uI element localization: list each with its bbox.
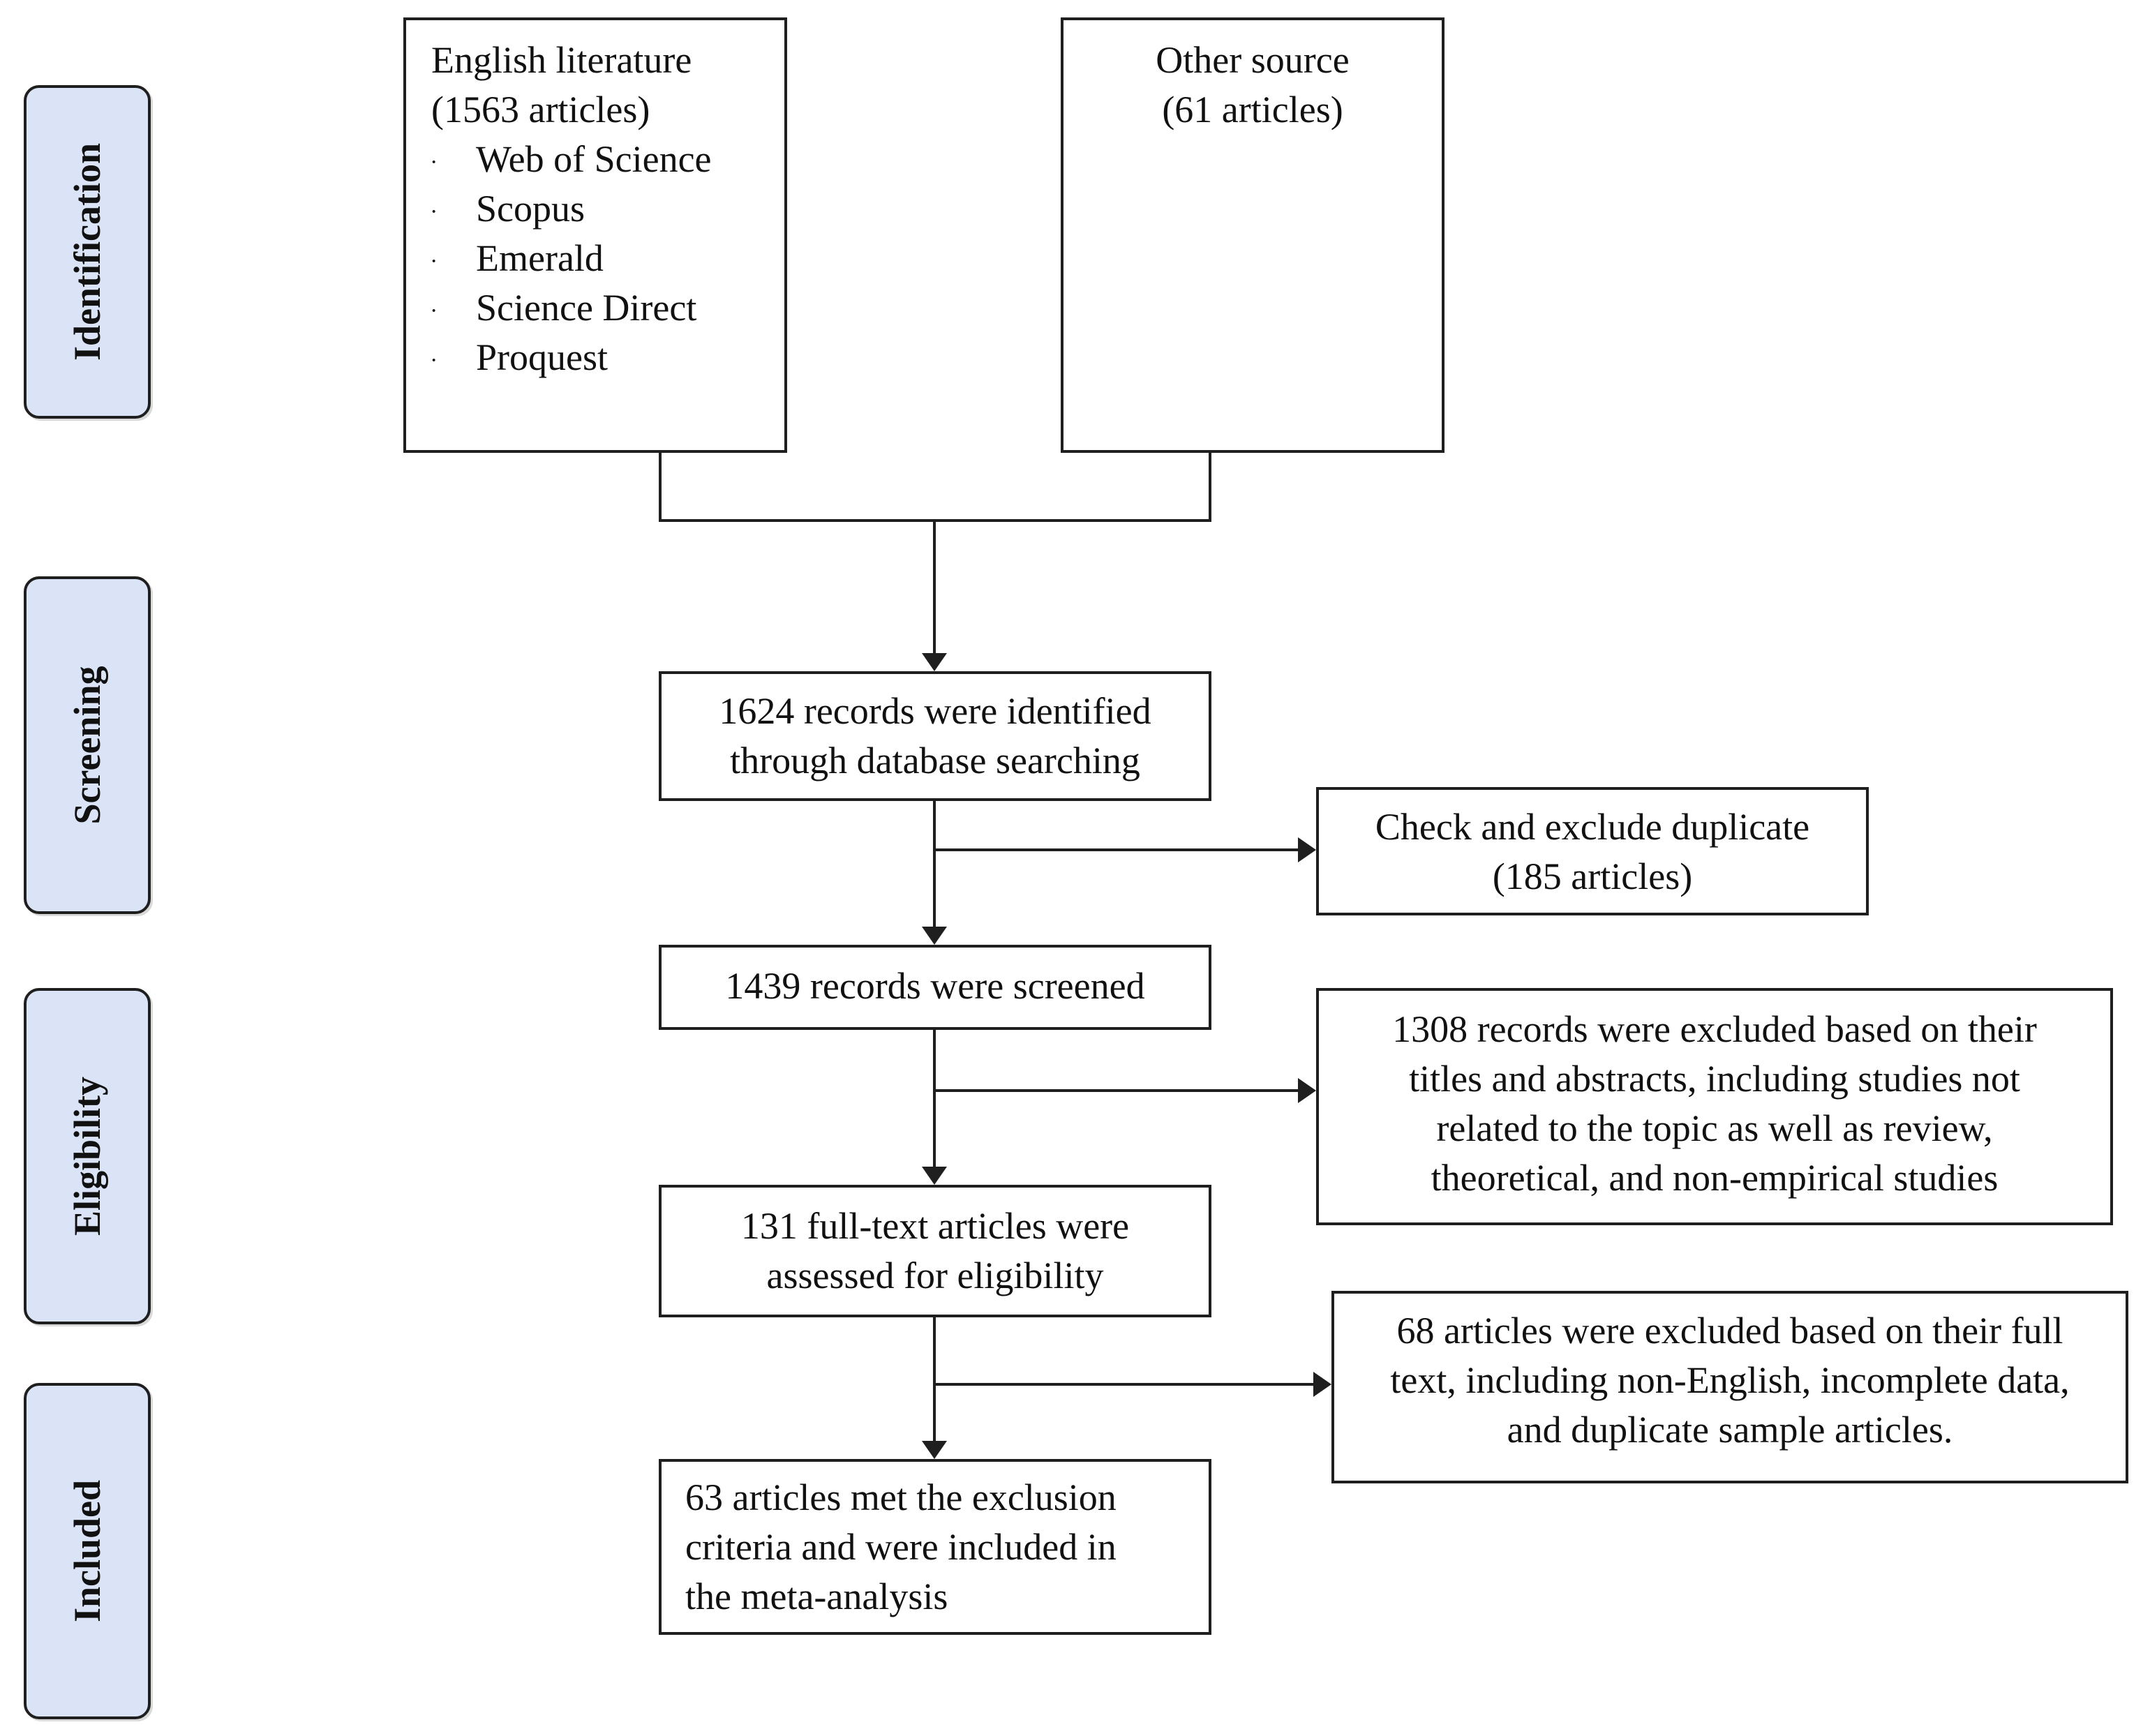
source-label: Science Direct (476, 287, 697, 329)
box-text-line: theoretical, and non-empirical studies (1431, 1157, 1999, 1199)
bullet-icon: · (430, 149, 438, 175)
bullet-icon: · (430, 199, 438, 225)
box-text-line: through database searching (730, 740, 1140, 781)
arrowhead-excluded-titles (1298, 1078, 1316, 1103)
box-text-line: assessed for eligibility (766, 1255, 1104, 1296)
source-item: · Web of Science (406, 135, 784, 184)
box-text-line: and duplicate sample articles. (1507, 1409, 1953, 1451)
box-text-line: titles and abstracts, including studies … (1409, 1058, 2020, 1100)
arrowhead-excluded-full-text (1313, 1372, 1331, 1397)
screened-records-box: 1439 records were screened (659, 945, 1211, 1030)
box-text-line: related to the topic as well as review, (1436, 1107, 1993, 1149)
bullet-icon: · (430, 347, 438, 373)
source-label: Web of Science (476, 138, 712, 180)
box-text-line: 1624 records were identified (719, 690, 1151, 732)
box-text-line: 68 articles were excluded based on their… (1396, 1310, 2063, 1352)
source-item: · Proquest (406, 333, 784, 382)
stage-eligibility: Eligibility (24, 988, 151, 1324)
included-studies-box: 63 articles met the exclusion criteria a… (659, 1459, 1211, 1635)
box-text-line: (185 articles) (1492, 855, 1693, 897)
source-label: Emerald (476, 237, 604, 279)
box-text-line: 131 full-text articles were (740, 1205, 1130, 1247)
box-text-line: the meta-analysis (685, 1576, 948, 1617)
stage-screening: Screening (24, 576, 151, 914)
excluded-full-text-box: 68 articles were excluded based on their… (1331, 1291, 2128, 1483)
duplicates-excluded-box: Check and exclude duplicate (185 article… (1316, 787, 1869, 915)
bullet-icon: · (430, 248, 438, 274)
arrowhead-included (922, 1441, 947, 1459)
source-label: Proquest (476, 336, 608, 378)
source-item: · Emerald (406, 234, 784, 283)
arrowhead-screened (922, 927, 947, 945)
stage-included: Included (24, 1383, 151, 1719)
excluded-titles-box: 1308 records were excluded based on thei… (1316, 988, 2113, 1225)
box-text-line: text, including non-English, incomplete … (1390, 1359, 2070, 1401)
box-text-line: 63 articles met the exclusion (685, 1476, 1117, 1518)
box-text-line: criteria and were included in (685, 1526, 1117, 1568)
stage-identification: Identification (24, 85, 151, 419)
other-source-title: Other source (1156, 39, 1350, 81)
identified-records-box: 1624 records were identified through dat… (659, 671, 1211, 801)
box-text-line: 1439 records were screened (725, 965, 1145, 1007)
full-text-assessed-box: 131 full-text articles were assessed for… (659, 1185, 1211, 1317)
english-literature-count: (1563 articles) (431, 89, 650, 130)
bullet-icon: · (430, 298, 438, 324)
arrowhead-full-text (922, 1167, 947, 1185)
other-source-box: Other source (61 articles) (1061, 17, 1444, 453)
source-label: Scopus (476, 188, 585, 230)
box-text-line: Check and exclude duplicate (1375, 806, 1810, 848)
merge-bracket (659, 451, 1211, 522)
english-literature-box: English literature (1563 articles) · Web… (403, 17, 787, 453)
english-literature-title: English literature (431, 39, 692, 81)
arrowhead-identified (922, 653, 947, 671)
source-item: · Scopus (406, 184, 784, 234)
other-source-count: (61 articles) (1162, 89, 1343, 130)
arrowhead-duplicates (1298, 837, 1316, 862)
box-text-line: 1308 records were excluded based on thei… (1392, 1008, 2037, 1050)
source-item: · Science Direct (406, 283, 784, 333)
